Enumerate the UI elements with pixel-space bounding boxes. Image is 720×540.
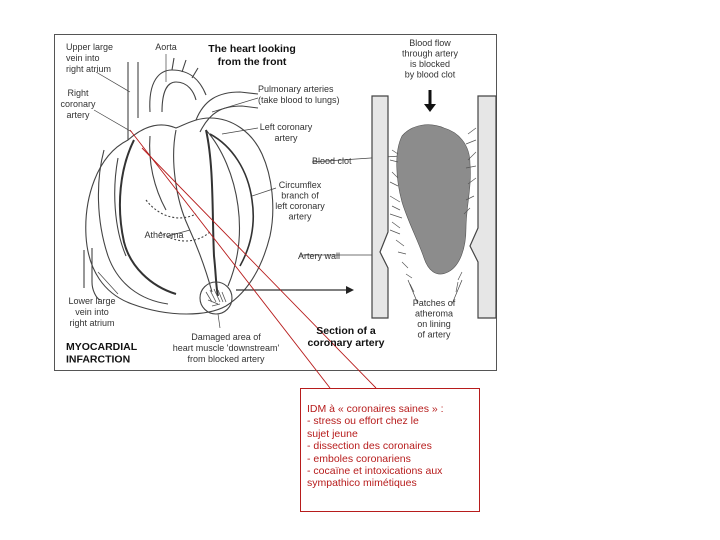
label-line: Upper large: [66, 42, 113, 52]
label-line: Left coronary: [260, 122, 313, 132]
artery-wall-left: [371, 95, 389, 319]
label-line: Circumflex: [279, 180, 322, 190]
label-artery-wall: Artery wall: [298, 251, 340, 261]
note-line: sujet jeune: [307, 427, 358, 440]
label-line: through artery: [402, 49, 459, 59]
label-line: by blood clot: [405, 70, 456, 80]
label-pulmonary: Pulmonary arteries(take blood to lungs): [258, 84, 340, 105]
label-line: of artery: [417, 330, 451, 340]
artery-section: [371, 90, 497, 319]
label-line: from blocked artery: [187, 354, 265, 364]
heart-illustration: [83, 57, 274, 315]
label-line: artery: [274, 133, 298, 143]
label-aorta: Aorta: [155, 42, 177, 52]
label-blood-clot: Blood clot: [312, 156, 352, 166]
label-line: Blood clot: [312, 156, 352, 166]
label-line: is blocked: [410, 59, 450, 69]
label-line: Artery wall: [298, 251, 340, 261]
label-line: Patches of: [413, 298, 456, 308]
blood-clot-shape: [396, 124, 471, 275]
label-line: vein into: [66, 53, 100, 63]
note-line: - emboles coronariens: [307, 452, 411, 465]
label-line: Damaged area of: [191, 332, 261, 342]
label-line: right atrium: [66, 64, 111, 74]
note-line: IDM à « coronaires saines » :: [307, 403, 444, 415]
label-line: Right: [67, 88, 89, 98]
label-line: on lining: [417, 319, 451, 329]
label-line: Blood flow: [409, 38, 451, 48]
label-line: artery: [66, 110, 90, 120]
label-line: INFARCTION: [66, 354, 130, 366]
label-line: coronary artery: [307, 337, 384, 349]
label-line: artery: [288, 212, 312, 222]
clinical-note-box: IDM à « coronaires saines » : - stress o…: [300, 388, 480, 512]
label-atheroma: Atheroma: [144, 230, 183, 240]
label-line: atheroma: [415, 309, 453, 319]
label-line: coronary: [60, 99, 96, 109]
label-line: Atheroma: [144, 230, 183, 240]
callout-lines: [129, 129, 377, 389]
label-line: Aorta: [155, 42, 177, 52]
artery-wall-right: [469, 95, 497, 319]
note-line: - dissection des coronaires: [307, 440, 432, 453]
label-line: (take blood to lungs): [258, 95, 340, 105]
label-line: The heart looking: [208, 43, 296, 55]
note-line: - stress ou effort chez le: [307, 415, 419, 428]
label-line: MYOCARDIAL: [66, 341, 138, 353]
label-line: vein into: [75, 307, 109, 317]
label-line: Lower large: [68, 296, 115, 306]
damaged-area-hatch: [205, 288, 227, 307]
label-line: branch of: [281, 191, 319, 201]
label-line: Pulmonary arteries: [258, 84, 334, 94]
note-line: - cocaïne et intoxications aux: [307, 465, 443, 478]
note-line: sympathico mimétiques: [307, 477, 417, 490]
label-line: heart muscle 'downstream': [173, 343, 280, 353]
label-line: from the front: [218, 56, 287, 68]
label-line: Section of a: [316, 325, 376, 337]
label-line: right atrium: [69, 318, 114, 328]
label-line: left coronary: [275, 201, 325, 211]
